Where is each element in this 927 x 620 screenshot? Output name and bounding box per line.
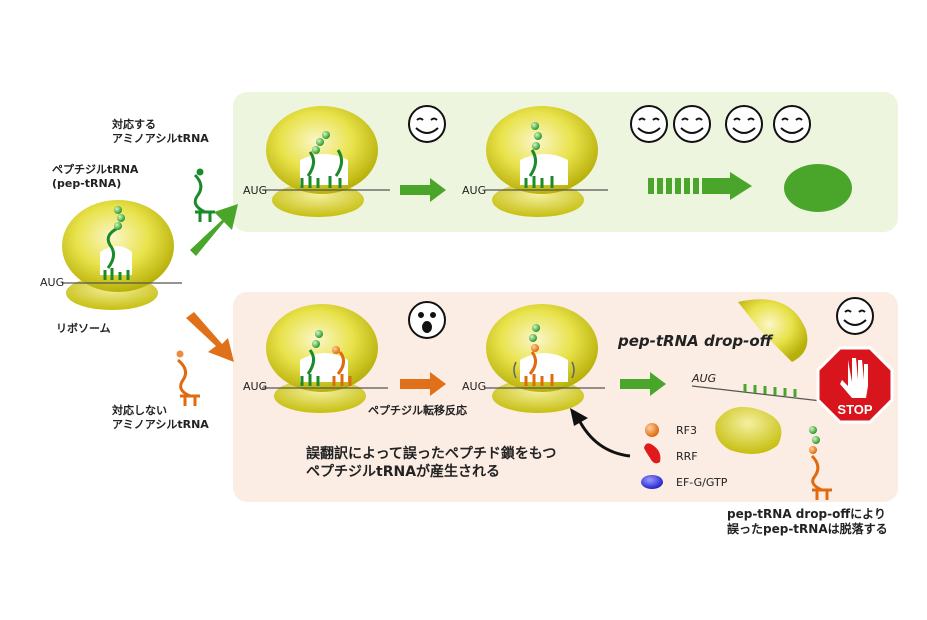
ribosome-dissociated [691, 299, 831, 454]
label-cognate-aa-trna: 対応する アミノアシルtRNA [112, 118, 209, 145]
dropped-pep-trna [809, 426, 832, 500]
rrf-icon [644, 443, 661, 464]
cognate-trna-icon [193, 173, 215, 222]
noncognate-trna-aa-icon [176, 350, 184, 358]
label-aug-upper-1: AUG [243, 184, 268, 197]
stop-sign-text: STOP [837, 402, 872, 417]
ribosome-lower-1 [262, 304, 388, 413]
arrow-lower-1 [400, 372, 446, 396]
label-peptidyl-trna: ペプチジルtRNA (pep-tRNA) [52, 163, 139, 190]
arrow-lower-2 [620, 372, 666, 396]
smile-face-lower-icon [836, 297, 874, 335]
noncognate-trna-icon [177, 358, 200, 406]
label-aug-dropoff: AUG [692, 372, 717, 385]
arrow-upper-1 [400, 178, 446, 202]
label-aug-initial: AUG [40, 276, 65, 289]
curved-arrow-head [570, 408, 588, 426]
label-ribosome: リボソーム [56, 322, 111, 335]
label-aug-lower-1: AUG [243, 380, 268, 393]
efg-gtp-icon [641, 475, 663, 489]
ribosome-lower-2 [485, 304, 605, 413]
surprised-face-icon [408, 301, 446, 339]
arrow-to-lower [186, 312, 234, 362]
label-noncognate-aa-trna: 対応しない アミノアシルtRNA [112, 404, 209, 431]
legend-efg-label: EF-G/GTP [676, 476, 728, 489]
label-dropoff-note: pep-tRNA drop-offにより 誤ったpep-tRNAは脱落する [727, 507, 888, 536]
arrow-to-upper [190, 204, 238, 256]
ribosome-upper-2 [485, 106, 608, 217]
curved-arrow [576, 417, 631, 458]
ribosome-upper-1 [262, 106, 390, 217]
cognate-trna-aa-icon [196, 168, 204, 176]
legend-rf3-label: RF3 [676, 424, 697, 437]
label-dropoff-title: pep-tRNA drop-off [618, 332, 773, 350]
ribosome-initial [62, 200, 182, 310]
label-aug-lower-2: AUG [462, 380, 487, 393]
stop-sign-icon [816, 346, 894, 424]
smile-face-icon [408, 105, 446, 143]
legend-rrf-label: RRF [676, 450, 698, 463]
arrow-upper-dashed [648, 172, 752, 200]
smile-faces-icon [630, 105, 811, 143]
correct-protein [784, 164, 852, 212]
label-aug-upper-2: AUG [462, 184, 487, 197]
label-mistranslation-note: 誤翻訳によって誤ったペプチド鎖をもつ ペプチジルtRNAが産生される [306, 446, 557, 480]
rf3-icon [645, 423, 659, 437]
label-peptidyl-transfer: ペプチジル転移反応 [368, 404, 467, 417]
